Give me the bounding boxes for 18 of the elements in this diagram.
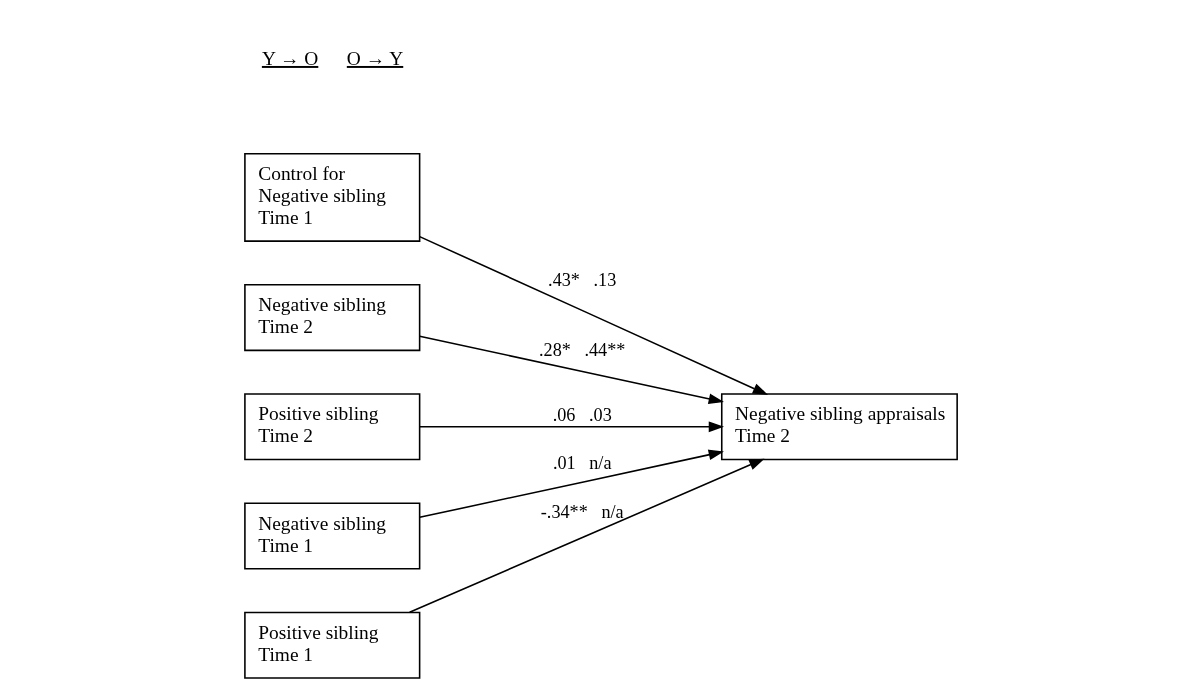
arrow xyxy=(418,421,725,433)
arrow xyxy=(418,335,724,405)
edge-label: .06 .03 xyxy=(552,404,612,425)
node-box: Positive sibling Time 1 xyxy=(244,611,421,679)
node-box: Negative sibling Time 1 xyxy=(244,502,421,570)
label: Y → O xyxy=(261,47,319,69)
edge-label: .01 n/a xyxy=(552,453,612,474)
edge-label: .43* .13 xyxy=(548,270,617,291)
node-box: Negative sibling Time 2 xyxy=(244,284,421,352)
node-box: Negative sibling appraisals Time 2 xyxy=(720,393,958,461)
node-box: Control for Negative sibling Time 1 xyxy=(244,153,421,242)
edge-label: -.34** n/a xyxy=(540,501,624,522)
node-box: Positive sibling Time 2 xyxy=(244,393,421,461)
arrow xyxy=(408,458,765,614)
arrow xyxy=(418,235,769,395)
label: O → Y xyxy=(346,47,404,69)
edge-label: .28* .44** xyxy=(539,340,626,361)
arrow xyxy=(418,449,724,519)
